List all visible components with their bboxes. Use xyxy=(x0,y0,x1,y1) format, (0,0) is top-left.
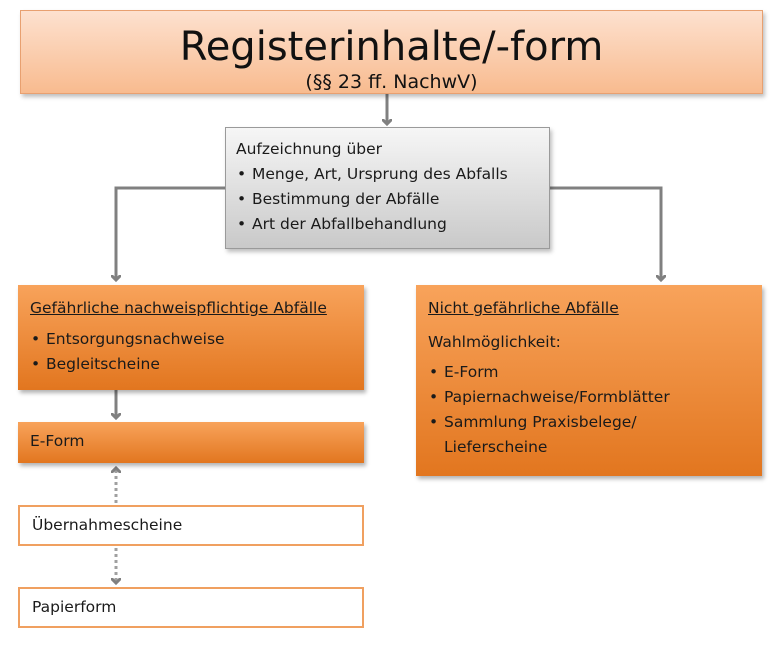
hazardous-waste-heading: Gefährliche nachweispflichtige Abfälle xyxy=(30,299,327,317)
page-title: Registerinhalte/-form xyxy=(179,24,604,70)
center-item: Art der Abfallbehandlung xyxy=(236,212,549,237)
non-hazardous-waste-box: Nicht gefährliche Abfälle Wahlmöglichkei… xyxy=(416,285,762,476)
center-list: Menge, Art, Ursprung des Abfalls Bestimm… xyxy=(236,162,549,237)
eform-box: E-Form xyxy=(18,422,364,463)
hazardous-waste-item: Begleitscheine xyxy=(30,352,364,377)
papierform-label: Papierform xyxy=(32,598,117,616)
page-subtitle: (§§ 23 ff. NachwV) xyxy=(305,71,478,93)
non-hazardous-waste-heading: Nicht gefährliche Abfälle xyxy=(428,299,619,317)
eform-label: E-Form xyxy=(30,432,85,450)
arrow-center-to-left xyxy=(116,186,225,280)
center-item: Bestimmung der Abfälle xyxy=(236,187,549,212)
hazardous-waste-box: Gefährliche nachweispflichtige Abfälle E… xyxy=(18,285,364,390)
center-item: Menge, Art, Ursprung des Abfalls xyxy=(236,162,549,187)
non-hazardous-waste-item: Papiernachweise/Formblätter xyxy=(428,385,762,410)
non-hazardous-waste-subheading: Wahlmöglichkeit: xyxy=(428,333,561,351)
hazardous-waste-item: Entsorgungsnachweise xyxy=(30,327,364,352)
arrow-center-to-right xyxy=(550,186,661,280)
uebernahme-label: Übernahmescheine xyxy=(32,516,183,534)
center-heading: Aufzeichnung über xyxy=(236,140,383,158)
hazardous-waste-list: Entsorgungsnachweise Begleitscheine xyxy=(30,327,364,377)
non-hazardous-waste-item: E-Form xyxy=(428,360,762,385)
title-box: Registerinhalte/-form (§§ 23 ff. NachwV) xyxy=(20,10,763,94)
center-box: Aufzeichnung über Menge, Art, Ursprung d… xyxy=(225,127,550,249)
non-hazardous-waste-list: E-Form Papiernachweise/Formblätter Samml… xyxy=(428,360,762,460)
uebernahme-box: Übernahmescheine xyxy=(18,505,364,546)
papierform-box: Papierform xyxy=(18,587,364,628)
non-hazardous-waste-item: Sammlung Praxisbelege/ Lieferscheine xyxy=(428,410,704,460)
